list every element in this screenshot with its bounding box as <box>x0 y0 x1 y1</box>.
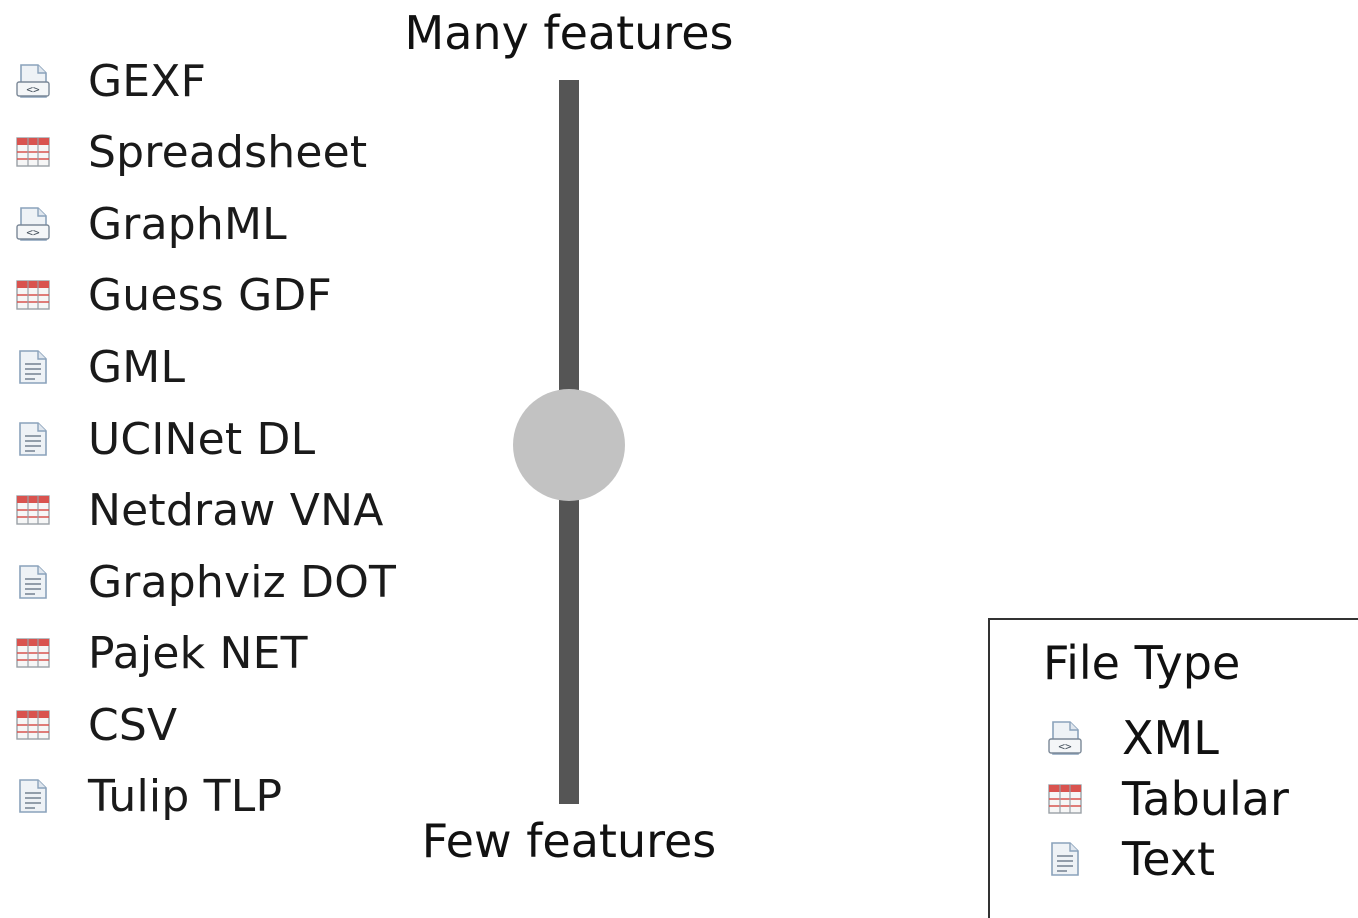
text-file-icon <box>14 419 52 459</box>
text-file-icon <box>14 347 52 387</box>
format-label: Guess GDF <box>88 269 332 321</box>
svg-text:<>: <> <box>1058 740 1072 753</box>
xml-file-icon: <> <box>14 204 52 244</box>
legend-title: File Type <box>1043 636 1241 690</box>
format-item: Netdraw VNA <box>14 482 384 538</box>
legend: File Type <> XML Tabular Text <box>988 618 1358 918</box>
text-file-icon <box>14 562 52 602</box>
legend-label: Tabular <box>1122 772 1289 826</box>
legend-item: Tabular <box>1046 771 1289 827</box>
format-label: GML <box>88 341 186 393</box>
scale-track-upper <box>559 80 579 390</box>
format-item: Tulip TLP <box>14 768 282 824</box>
format-item: Pajek NET <box>14 625 308 681</box>
svg-text:<>: <> <box>26 83 40 96</box>
format-label: Tulip TLP <box>88 770 283 822</box>
text-file-icon <box>1046 839 1084 879</box>
format-item: Graphviz DOT <box>14 554 396 610</box>
format-item: <> GraphML <box>14 196 287 252</box>
xml-file-icon: <> <box>14 61 52 101</box>
table-file-icon <box>14 275 52 315</box>
format-item: GML <box>14 339 185 395</box>
legend-label: XML <box>1122 711 1219 765</box>
scale-bottom-label: Few features <box>421 814 717 868</box>
format-label: Pajek NET <box>88 627 308 679</box>
format-label: GEXF <box>88 55 207 107</box>
format-item: <> GEXF <box>14 53 206 109</box>
legend-item: Text <box>1046 831 1215 887</box>
format-item: CSV <box>14 697 177 753</box>
svg-text:<>: <> <box>26 226 40 239</box>
format-item: UCINet DL <box>14 411 315 467</box>
scale-top-label: Many features <box>404 6 734 60</box>
table-file-icon <box>14 633 52 673</box>
format-label: Netdraw VNA <box>88 484 384 536</box>
legend-item: <> XML <box>1046 710 1219 766</box>
table-file-icon <box>14 132 52 172</box>
format-label: UCINet DL <box>88 413 316 465</box>
format-label: CSV <box>88 699 178 751</box>
scale-knob[interactable] <box>513 389 625 501</box>
format-label: GraphML <box>88 198 287 250</box>
legend-label: Text <box>1122 832 1216 886</box>
format-label: Graphviz DOT <box>88 556 397 608</box>
format-item: Spreadsheet <box>14 124 367 180</box>
scale-track-lower <box>559 500 579 804</box>
text-file-icon <box>14 776 52 816</box>
format-label: Spreadsheet <box>88 126 368 178</box>
xml-file-icon: <> <box>1046 718 1084 758</box>
format-item: Guess GDF <box>14 267 332 323</box>
table-file-icon <box>14 705 52 745</box>
table-file-icon <box>14 490 52 530</box>
table-file-icon <box>1046 779 1084 819</box>
